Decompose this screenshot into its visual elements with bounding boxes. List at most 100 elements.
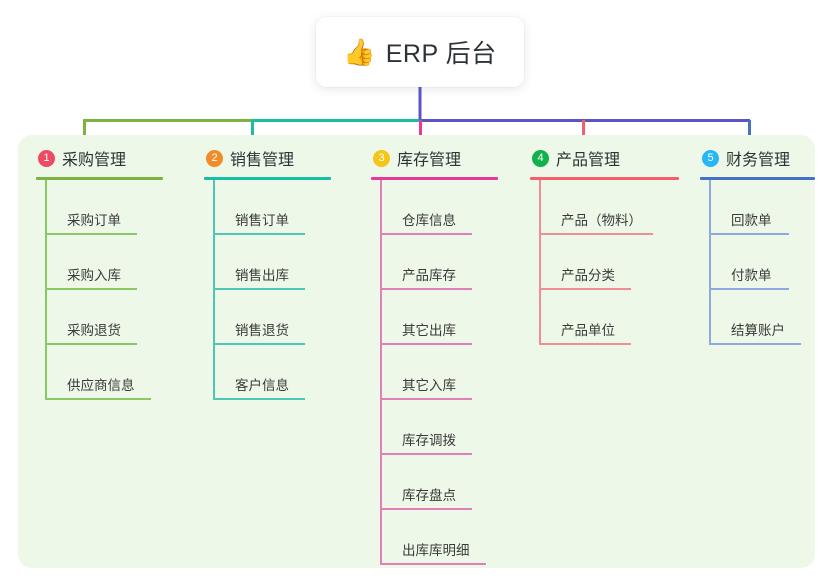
menu-item-rule: [709, 288, 789, 290]
menu-item-rule: [539, 343, 631, 345]
menu-item[interactable]: 采购退货: [45, 290, 186, 345]
menu-item-label: 其它出库: [402, 323, 456, 338]
menu-item[interactable]: 付款单: [709, 235, 839, 290]
menu-item[interactable]: 出库库明细: [380, 510, 521, 565]
menu-item-rule: [213, 288, 305, 290]
menu-item-rule: [45, 343, 137, 345]
menu-item-rule: [380, 343, 472, 345]
menu-item-label: 销售订单: [235, 213, 289, 228]
column-items: 仓库信息产品库存其它出库其它入库库存调拨库存盘点出库库明细: [371, 180, 521, 565]
menu-item[interactable]: 回款单: [709, 180, 839, 235]
menu-item-label: 销售退货: [235, 323, 289, 338]
menu-item[interactable]: 产品分类: [539, 235, 690, 290]
root-node-title: ERP 后台: [385, 40, 497, 68]
column-header[interactable]: 3 库存管理: [371, 146, 521, 170]
menu-item[interactable]: 结算账户: [709, 290, 839, 345]
menu-item-rule: [380, 398, 472, 400]
column-header-rule: [36, 177, 163, 180]
column-stem: [213, 180, 215, 400]
column-header-rule: [700, 177, 815, 180]
menu-item-label: 采购订单: [67, 213, 121, 228]
menu-item-label: 采购退货: [67, 323, 121, 338]
column-stem: [45, 180, 47, 400]
menu-item-label: 付款单: [731, 268, 772, 283]
menu-item[interactable]: 库存调拨: [380, 400, 521, 455]
column-4: 4 产品管理产品（物料） 产品分类产品单位: [530, 146, 690, 345]
menu-item-rule: [709, 343, 801, 345]
menu-item-label: 库存调拨: [402, 433, 456, 448]
menu-item[interactable]: 供应商信息: [45, 345, 186, 400]
menu-item-label: 产品（物料）: [561, 213, 642, 228]
column-stem: [380, 180, 382, 565]
column-3: 3 库存管理仓库信息产品库存其它出库其它入库库存调拨库存盘点出库库明细: [371, 146, 521, 565]
menu-item[interactable]: 客户信息: [213, 345, 354, 400]
column-title: 库存管理: [397, 152, 462, 169]
menu-item-label: 采购入库: [67, 268, 121, 283]
menu-item[interactable]: 其它出库: [380, 290, 521, 345]
menu-item-rule: [709, 233, 789, 235]
column-items: 回款单付款单结算账户: [700, 180, 839, 345]
column-header[interactable]: 4 产品管理: [530, 146, 690, 170]
menu-item-rule: [45, 288, 137, 290]
column-number-badge: 5: [702, 149, 719, 167]
column-stem: [539, 180, 541, 345]
menu-item[interactable]: 销售出库: [213, 235, 354, 290]
menu-item[interactable]: 库存盘点: [380, 455, 521, 510]
menu-item[interactable]: 产品单位: [539, 290, 690, 345]
menu-item[interactable]: 产品库存: [380, 235, 521, 290]
menu-item-rule: [213, 398, 305, 400]
thumbs-up-icon: 👍: [343, 37, 376, 67]
diagram-panel: [18, 135, 815, 568]
menu-item-rule: [539, 288, 631, 290]
menu-item[interactable]: 产品（物料）: [539, 180, 690, 235]
menu-item[interactable]: 销售订单: [213, 180, 354, 235]
column-header[interactable]: 2 销售管理: [204, 146, 354, 170]
column-header[interactable]: 5 财务管理: [700, 146, 839, 170]
column-2: 2 销售管理销售订单销售出库销售退货客户信息: [204, 146, 354, 400]
menu-item-label: 产品分类: [561, 268, 615, 283]
menu-item-label: 结算账户: [731, 323, 785, 338]
column-items: 采购订单采购入库采购退货供应商信息: [36, 180, 186, 400]
column-title: 采购管理: [62, 152, 127, 169]
menu-item-rule: [213, 343, 305, 345]
column-5: 5 财务管理回款单付款单结算账户: [700, 146, 839, 345]
column-title: 财务管理: [726, 152, 791, 169]
column-header-rule: [371, 177, 498, 180]
column-title: 销售管理: [230, 152, 295, 169]
menu-item-rule: [380, 453, 472, 455]
column-1: 1 采购管理采购订单采购入库采购退货供应商信息: [36, 146, 186, 400]
column-number-badge: 2: [206, 149, 223, 167]
menu-item[interactable]: 采购入库: [45, 235, 186, 290]
column-title: 产品管理: [556, 152, 621, 169]
column-number-badge: 3: [373, 149, 390, 167]
column-header[interactable]: 1 采购管理: [36, 146, 186, 170]
menu-item-label: 产品库存: [402, 268, 456, 283]
menu-item-rule: [539, 233, 653, 235]
menu-item-rule: [213, 233, 305, 235]
column-header-rule: [204, 177, 331, 180]
menu-item-label: 供应商信息: [67, 378, 135, 393]
menu-item-rule: [380, 288, 472, 290]
menu-item-rule: [45, 398, 151, 400]
column-items: 产品（物料） 产品分类产品单位: [530, 180, 690, 345]
menu-item[interactable]: 仓库信息: [380, 180, 521, 235]
menu-item-label: 其它入库: [402, 378, 456, 393]
menu-item-rule: [380, 233, 472, 235]
menu-item-label: 回款单: [731, 213, 772, 228]
menu-item[interactable]: 采购订单: [45, 180, 186, 235]
menu-item-label: 仓库信息: [402, 213, 456, 228]
menu-item-label: 销售出库: [235, 268, 289, 283]
column-items: 销售订单销售出库销售退货客户信息: [204, 180, 354, 400]
menu-item-rule: [45, 233, 137, 235]
column-number-badge: 4: [532, 149, 549, 167]
menu-item-label: 出库库明细: [402, 543, 470, 558]
menu-item[interactable]: 销售退货: [213, 290, 354, 345]
menu-item-label: 库存盘点: [402, 488, 456, 503]
menu-item-label: 产品单位: [561, 323, 615, 338]
root-node-card[interactable]: 👍 ERP 后台: [316, 17, 524, 87]
column-header-rule: [530, 177, 679, 180]
column-stem: [709, 180, 711, 345]
column-number-badge: 1: [38, 149, 55, 167]
menu-item[interactable]: 其它入库: [380, 345, 521, 400]
menu-item-rule: [380, 563, 486, 565]
